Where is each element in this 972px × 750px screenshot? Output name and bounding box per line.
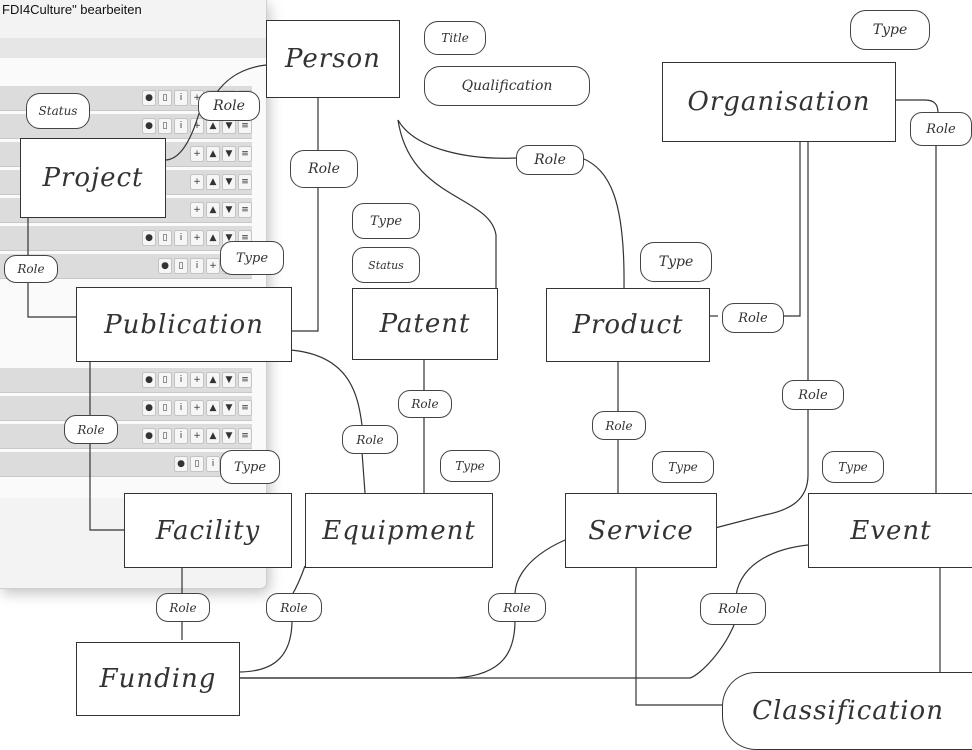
info-icon[interactable]: i	[174, 400, 188, 416]
info-icon[interactable]: i	[174, 90, 188, 106]
qualification-attribute[interactable]: Qualification	[424, 66, 590, 106]
trash-icon[interactable]: ▯	[174, 258, 188, 274]
event-entity[interactable]: Event	[808, 493, 972, 568]
toggle-icon[interactable]: ●	[142, 372, 156, 388]
move-down-icon[interactable]: ▼	[222, 174, 236, 190]
product-entity[interactable]: Product	[546, 288, 710, 362]
toggle-icon[interactable]: ●	[158, 258, 172, 274]
move-up-icon[interactable]: ▲	[206, 202, 220, 218]
publication-entity[interactable]: Publication	[76, 287, 292, 362]
trash-icon[interactable]: ▯	[158, 372, 172, 388]
type-attribute[interactable]: Type	[440, 450, 500, 482]
role-attribute[interactable]: Role	[488, 593, 546, 622]
trash-icon[interactable]: ▯	[158, 90, 172, 106]
editor-row: ●▯i+▲▼≡	[0, 424, 252, 449]
organisation-entity[interactable]: Organisation	[662, 62, 896, 142]
role-attribute[interactable]: Role	[342, 425, 398, 454]
move-down-icon[interactable]: ▼	[222, 202, 236, 218]
add-icon[interactable]: +	[190, 400, 204, 416]
move-down-icon[interactable]: ▼	[222, 372, 236, 388]
role-attribute[interactable]: Role	[290, 150, 358, 188]
add-icon[interactable]: +	[190, 146, 204, 162]
move-up-icon[interactable]: ▲	[206, 372, 220, 388]
add-icon[interactable]: +	[206, 258, 220, 274]
project-entity[interactable]: Project	[20, 138, 166, 218]
role-attribute[interactable]: Role	[398, 390, 452, 418]
classification-entity[interactable]: Classification	[722, 672, 972, 750]
role-attribute[interactable]: Role	[722, 303, 784, 333]
info-icon[interactable]: i	[174, 372, 188, 388]
toggle-icon[interactable]: ●	[142, 118, 156, 134]
add-icon[interactable]: +	[190, 372, 204, 388]
role-attribute[interactable]: Role	[592, 411, 646, 440]
add-icon[interactable]: +	[190, 202, 204, 218]
editor-row: ●▯i+▲▼≡	[0, 396, 252, 421]
trash-icon[interactable]: ▯	[158, 118, 172, 134]
toggle-icon[interactable]: ●	[142, 90, 156, 106]
add-icon[interactable]: +	[190, 230, 204, 246]
role-attribute[interactable]: Role	[910, 112, 972, 146]
toggle-icon[interactable]: ●	[142, 428, 156, 444]
editor-row: ●▯i+▲▼≡	[0, 368, 252, 393]
add-icon[interactable]: +	[190, 174, 204, 190]
trash-icon[interactable]: ▯	[158, 230, 172, 246]
toggle-icon[interactable]: ●	[174, 456, 188, 472]
move-up-icon[interactable]: ▲	[206, 146, 220, 162]
drag-handle-icon[interactable]: ≡	[238, 202, 252, 218]
role-attribute[interactable]: Role	[266, 593, 322, 622]
drag-handle-icon[interactable]: ≡	[238, 428, 252, 444]
patent-entity[interactable]: Patent	[352, 288, 498, 360]
move-up-icon[interactable]: ▲	[206, 230, 220, 246]
service-entity[interactable]: Service	[565, 493, 717, 568]
drag-handle-icon[interactable]: ≡	[238, 400, 252, 416]
move-up-icon[interactable]: ▲	[206, 174, 220, 190]
role-attribute[interactable]: Role	[64, 415, 118, 444]
role-attribute[interactable]: Role	[156, 593, 210, 622]
type-attribute[interactable]: Type	[822, 451, 884, 483]
type-attribute[interactable]: Type	[850, 10, 930, 50]
info-icon[interactable]: i	[174, 428, 188, 444]
equipment-entity[interactable]: Equipment	[305, 493, 493, 568]
trash-icon[interactable]: ▯	[190, 456, 204, 472]
info-icon[interactable]: i	[174, 118, 188, 134]
drag-handle-icon[interactable]: ≡	[238, 372, 252, 388]
type-attribute[interactable]: Type	[352, 203, 420, 239]
move-down-icon[interactable]: ▼	[222, 146, 236, 162]
type-attribute[interactable]: Type	[220, 241, 284, 275]
type-attribute[interactable]: Type	[220, 450, 280, 484]
type-attribute[interactable]: Type	[640, 242, 712, 282]
facility-entity[interactable]: Facility	[124, 493, 292, 568]
editor-title: FDI4Culture" bearbeiten	[2, 2, 142, 17]
trash-icon[interactable]: ▯	[158, 428, 172, 444]
title-attribute[interactable]: Title	[424, 21, 486, 55]
info-icon[interactable]: i	[174, 230, 188, 246]
move-up-icon[interactable]: ▲	[206, 400, 220, 416]
role-attribute[interactable]: Role	[4, 255, 58, 283]
role-attribute[interactable]: Role	[516, 145, 584, 175]
toggle-icon[interactable]: ●	[142, 230, 156, 246]
info-icon[interactable]: i	[206, 456, 220, 472]
status-attribute[interactable]: Status	[352, 247, 420, 283]
move-up-icon[interactable]: ▲	[206, 428, 220, 444]
role-attribute[interactable]: Role	[700, 593, 766, 625]
add-icon[interactable]: +	[190, 428, 204, 444]
status-attribute[interactable]: Status	[26, 93, 90, 129]
type-attribute[interactable]: Type	[652, 451, 714, 483]
editor-toolbar-band	[0, 38, 266, 58]
funding-entity[interactable]: Funding	[76, 642, 240, 716]
role-attribute[interactable]: Role	[198, 91, 260, 121]
move-down-icon[interactable]: ▼	[222, 428, 236, 444]
info-icon[interactable]: i	[190, 258, 204, 274]
drag-handle-icon[interactable]: ≡	[238, 174, 252, 190]
move-down-icon[interactable]: ▼	[222, 400, 236, 416]
toggle-icon[interactable]: ●	[142, 400, 156, 416]
person-entity[interactable]: Person	[266, 20, 400, 98]
drag-handle-icon[interactable]: ≡	[238, 146, 252, 162]
move-down-icon[interactable]: ▼	[222, 118, 236, 134]
role-attribute[interactable]: Role	[782, 380, 844, 410]
move-up-icon[interactable]: ▲	[206, 118, 220, 134]
trash-icon[interactable]: ▯	[158, 400, 172, 416]
